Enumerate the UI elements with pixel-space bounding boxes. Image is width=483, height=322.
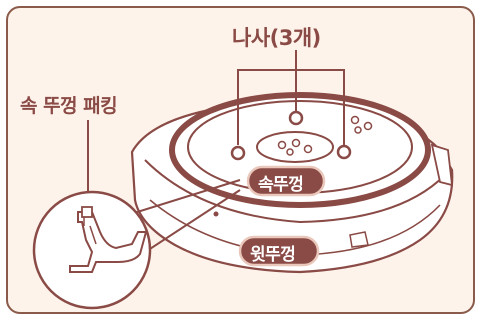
center-hole-3	[303, 144, 313, 154]
gasket-cross-section	[69, 211, 148, 273]
screw-left	[230, 145, 246, 161]
screw-right	[336, 144, 352, 160]
outer-lid-pill	[238, 235, 320, 267]
inner-lid-label: 속뚜껑	[258, 175, 304, 195]
outer-lid-dot	[213, 211, 219, 217]
screws-label: 나사(3개)	[232, 26, 321, 50]
inner-lid-gasket-label: 속 뚜껑 패킹	[20, 95, 118, 117]
center-hole-4	[286, 148, 294, 156]
screw-center	[288, 110, 304, 126]
vent-hole-2	[363, 121, 373, 131]
inner-lid-pill	[246, 165, 326, 197]
vent-hole-1	[350, 115, 360, 125]
outer-lid-label: 윗뚜껑	[250, 245, 296, 265]
hinge-tab	[430, 143, 454, 187]
outer-lid-rim	[144, 159, 446, 224]
center-hole-1	[277, 140, 287, 150]
center-hole-2	[291, 138, 301, 148]
gasket-tip	[81, 206, 93, 218]
vent-hole-3	[354, 126, 362, 134]
screws-leader	[237, 50, 345, 145]
inner-lid-edge	[174, 157, 426, 207]
side-latch	[349, 231, 369, 248]
